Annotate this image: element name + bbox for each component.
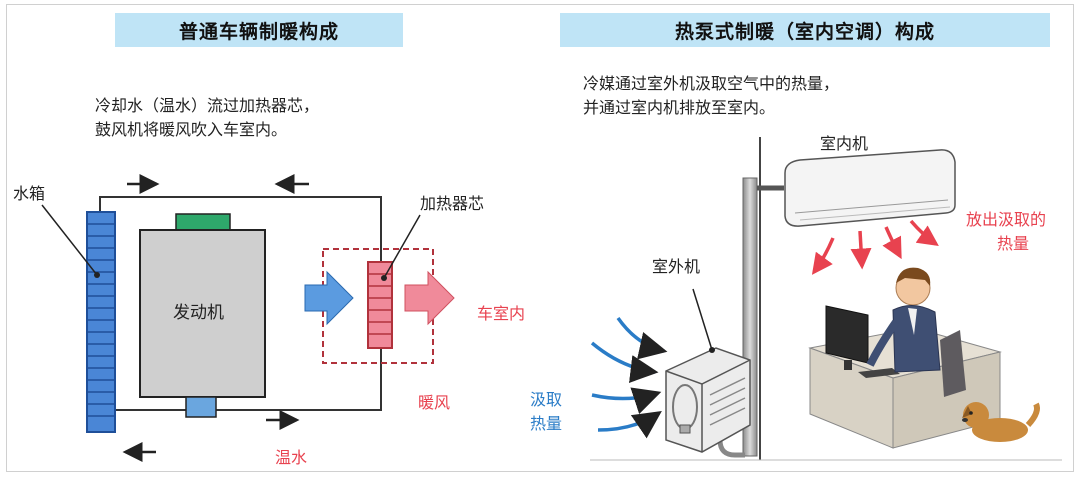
air-intake-arrows bbox=[590, 316, 668, 439]
engine bbox=[139, 213, 266, 418]
figure-frame bbox=[6, 4, 1074, 472]
label-absorb-heat-line1: 汲取 bbox=[530, 390, 563, 409]
label-warm-air: 暖风 bbox=[418, 393, 451, 412]
label-engine: 发动机 bbox=[173, 303, 224, 323]
label-radiator: 水箱 bbox=[13, 184, 46, 203]
person bbox=[866, 267, 941, 373]
flow-arrows bbox=[122, 174, 309, 462]
warm-air-arrow bbox=[404, 270, 455, 326]
right-description-line1: 冷媒通过室外机汲取空气中的热量， bbox=[583, 74, 840, 93]
left-panel-title: 普通车辆制暖构成 bbox=[115, 13, 403, 47]
indoor-unit bbox=[784, 149, 956, 227]
label-release-heat-line2: 热量 bbox=[997, 234, 1030, 253]
label-outdoor-unit: 室外机 bbox=[652, 257, 701, 276]
radiator bbox=[41, 204, 116, 433]
label-indoor-unit: 室内机 bbox=[820, 134, 869, 153]
outdoor-unit bbox=[665, 288, 751, 453]
label-release-heat-line1: 放出汲取的 bbox=[966, 210, 1047, 229]
dog bbox=[962, 402, 1040, 442]
label-cabin: 车室内 bbox=[477, 304, 526, 323]
heater-core bbox=[304, 214, 455, 364]
label-heater-core: 加热器芯 bbox=[420, 194, 485, 213]
label-absorb-heat-line2: 热量 bbox=[530, 414, 563, 433]
left-description-line2: 鼓风机将暖风吹入车室内。 bbox=[95, 120, 288, 139]
right-panel-title: 热泵式制暖（室内空调）构成 bbox=[560, 13, 1050, 47]
cold-air-arrow bbox=[304, 270, 354, 326]
left-description-line1: 冷却水（温水）流过加热器芯， bbox=[95, 96, 320, 115]
right-description-line2: 并通过室内机排放至室内。 bbox=[583, 98, 776, 117]
label-warm-water: 温水 bbox=[275, 448, 308, 467]
heat-release-arrows bbox=[811, 219, 939, 275]
